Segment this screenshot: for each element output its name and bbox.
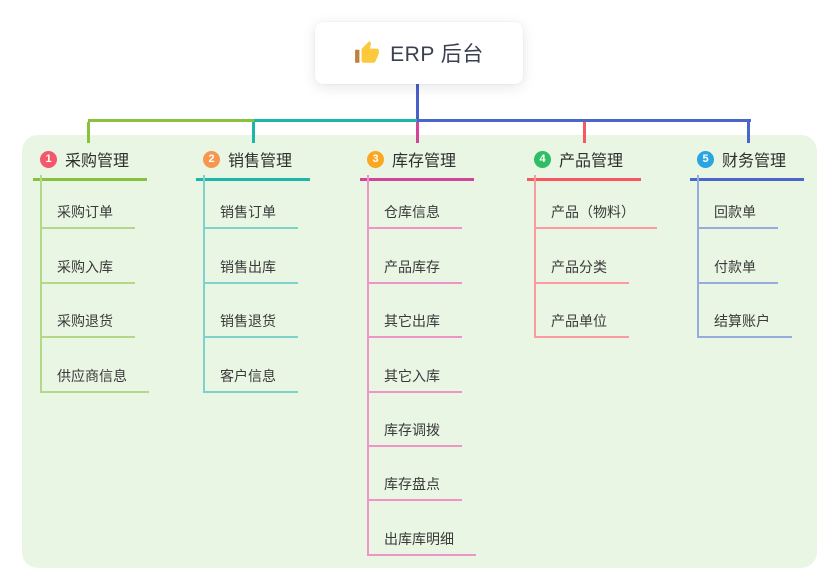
child-node[interactable]: 库存调拨: [367, 393, 462, 447]
child-node[interactable]: 付款单: [697, 229, 778, 284]
child-node[interactable]: 库存盘点: [367, 447, 462, 502]
child-node[interactable]: 采购入库: [40, 229, 135, 284]
branch-1: 1 采购管理采购订单采购入库采购退货供应商信息: [33, 147, 149, 393]
branch-node[interactable]: 3 库存管理: [360, 147, 475, 181]
branch-number-badge: 4: [534, 150, 551, 168]
branch-2: 2 销售管理销售订单销售出库销售退货客户信息: [196, 147, 311, 393]
branch-4: 4 产品管理产品（物料）产品分类产品单位: [527, 147, 657, 339]
branch-children: 仓库信息产品库存其它出库其它入库库存调拨库存盘点出库库明细: [367, 175, 476, 556]
child-node[interactable]: 销售订单: [203, 175, 298, 230]
branch-connector-line: [367, 175, 369, 556]
child-node[interactable]: 采购订单: [40, 175, 135, 230]
branch-drop-line: [747, 122, 750, 143]
branch-number-badge: 3: [367, 150, 384, 168]
branch-3: 3 库存管理仓库信息产品库存其它出库其它入库库存调拨库存盘点出库库明细: [360, 147, 476, 556]
branch-connector-line: [534, 175, 536, 339]
branch-node[interactable]: 1 采购管理: [33, 147, 148, 181]
branch-label: 采购管理: [65, 153, 130, 170]
thumbs-up-icon: [354, 40, 380, 66]
branch-number-badge: 2: [203, 150, 220, 168]
branch-connector-line: [203, 175, 205, 393]
root-node[interactable]: ERP 后台: [315, 22, 523, 84]
branch-children: 销售订单销售出库销售退货客户信息: [203, 175, 298, 393]
top-rail-segment: [88, 119, 254, 122]
child-node[interactable]: 销售出库: [203, 229, 298, 284]
branch-number-badge: 5: [697, 150, 714, 168]
branch-drop-line: [87, 122, 90, 143]
top-rail-segment: [417, 119, 751, 122]
branch-children: 回款单付款单结算账户: [697, 175, 792, 339]
child-node[interactable]: 产品库存: [367, 229, 462, 284]
branch-label: 财务管理: [722, 153, 787, 170]
branch-drop-line: [252, 122, 255, 143]
child-node[interactable]: 回款单: [697, 175, 778, 230]
child-node[interactable]: 供应商信息: [40, 338, 149, 393]
branch-label: 销售管理: [228, 153, 293, 170]
child-node[interactable]: 其它出库: [367, 284, 462, 339]
branch-drop-line: [416, 122, 419, 143]
branch-node[interactable]: 2 销售管理: [196, 147, 311, 181]
branch-5: 5 财务管理回款单付款单结算账户: [690, 147, 805, 339]
child-node[interactable]: 出库库明细: [367, 501, 476, 556]
root-node-label: ERP 后台: [390, 43, 484, 66]
child-node[interactable]: 产品（物料）: [534, 175, 657, 230]
child-node[interactable]: 其它入库: [367, 338, 462, 393]
branch-connector-line: [697, 175, 699, 339]
child-node[interactable]: 结算账户: [697, 284, 792, 339]
branch-connector-line: [40, 175, 42, 393]
branch-drop-line: [583, 122, 586, 143]
child-node[interactable]: 产品单位: [534, 284, 629, 339]
branch-children: 采购订单采购入库采购退货供应商信息: [40, 175, 149, 393]
top-rail-segment: [254, 119, 418, 122]
branch-label: 产品管理: [559, 153, 624, 170]
background-panel: [22, 135, 817, 568]
child-node[interactable]: 仓库信息: [367, 175, 462, 230]
branch-node[interactable]: 4 产品管理: [527, 147, 642, 181]
branch-children: 产品（物料）产品分类产品单位: [534, 175, 657, 339]
branch-node[interactable]: 5 财务管理: [690, 147, 805, 181]
child-node[interactable]: 销售退货: [203, 284, 298, 339]
child-node[interactable]: 采购退货: [40, 284, 135, 339]
child-node[interactable]: 客户信息: [203, 338, 298, 393]
child-node[interactable]: 产品分类: [534, 229, 629, 284]
branch-number-badge: 1: [40, 150, 57, 168]
root-connector-line: [416, 84, 419, 120]
branch-label: 库存管理: [392, 153, 457, 170]
